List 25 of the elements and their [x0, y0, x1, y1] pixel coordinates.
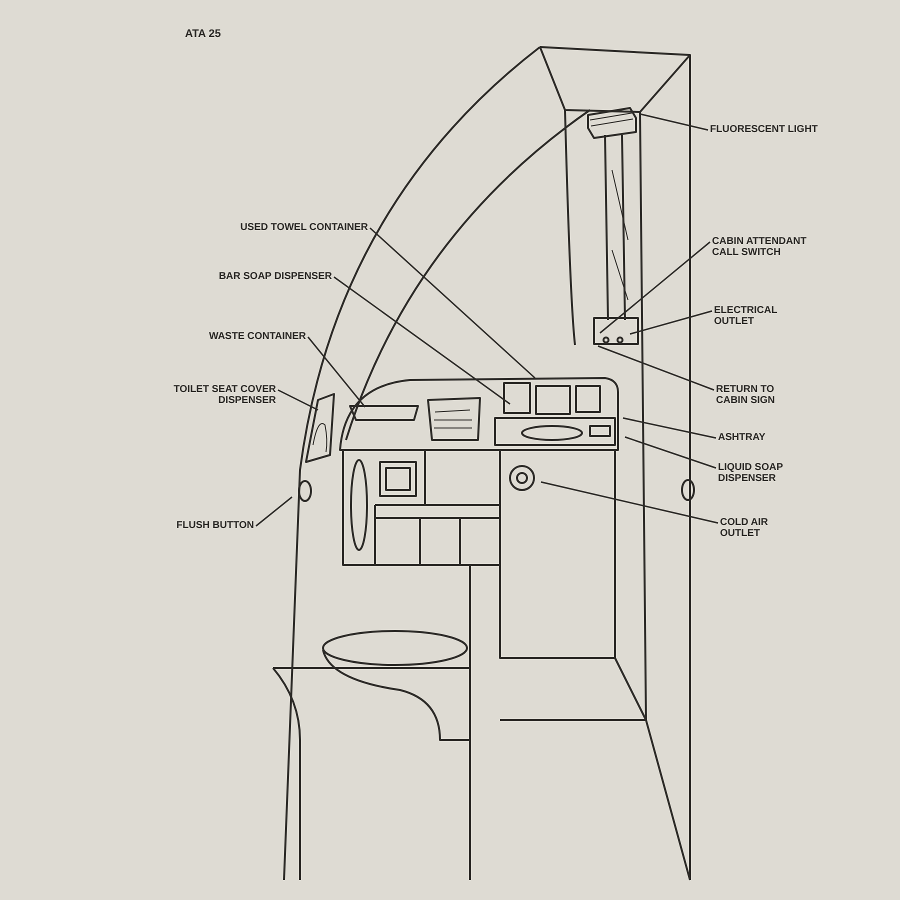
leader-line	[334, 276, 510, 405]
callout-label: LIQUID SOAP DISPENSER	[718, 462, 784, 484]
leader-line	[307, 336, 366, 408]
callout-label: TOILET SEAT COVER DISPENSER	[172, 384, 276, 406]
callout-label: COLD AIR OUTLET	[720, 517, 769, 539]
leader-line	[278, 389, 318, 411]
leader-line	[600, 241, 710, 334]
callout-label: RETURN TO CABIN SIGN	[716, 384, 776, 406]
chapter-reference: ATA 25	[185, 27, 221, 42]
callout-label: WASTE CONTAINER	[208, 331, 306, 342]
leader-line	[256, 496, 292, 527]
callout-label: FLUSH BUTTON	[176, 520, 254, 531]
leader-line	[624, 436, 716, 469]
leader-line	[630, 310, 712, 335]
callout-label: FLUORESCENT LIGHT	[710, 124, 818, 135]
leader-line	[640, 113, 708, 131]
callout-label: BAR SOAP DISPENSER	[218, 271, 332, 282]
leader-line	[622, 417, 716, 439]
leader-line	[598, 345, 714, 391]
callout-label: ASHTRAY	[718, 432, 766, 443]
leader-line	[370, 227, 536, 379]
callout-label: CABIN ATTENDANT CALL SWITCH	[712, 236, 808, 258]
callout-label: USED TOWEL CONTAINER	[240, 222, 368, 233]
callout-label: ELECTRICAL OUTLET	[714, 305, 778, 327]
leader-line	[540, 481, 718, 524]
